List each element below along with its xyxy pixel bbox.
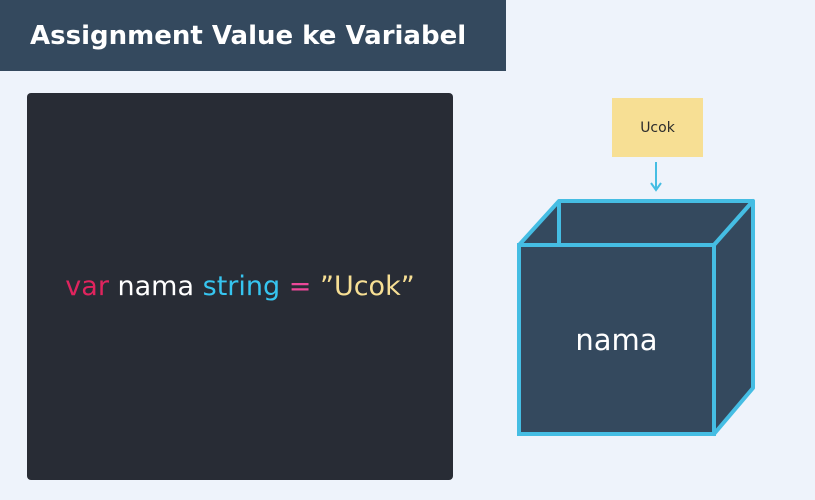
box-label: nama [575,322,658,357]
code-variable-name: nama [117,271,195,302]
value-note-label: Ucok [640,119,675,136]
code-line: var nama string = ”Ucok” [65,271,414,302]
page-title: Assignment Value ke Variabel [30,20,467,51]
variable-box-icon [517,199,755,436]
code-type: string [202,271,281,302]
code-operator: = [288,271,312,302]
box-label-container: nama [519,245,714,434]
box-front-face [517,243,716,436]
box-right-face [712,199,755,436]
code-string-value: ”Ucok” [319,271,415,302]
down-arrow-icon [650,162,662,192]
code-keyword: var [65,271,109,302]
code-panel: var nama string = ”Ucok” [27,93,453,480]
title-bar: Assignment Value ke Variabel [0,0,506,71]
value-note: Ucok [612,98,703,157]
